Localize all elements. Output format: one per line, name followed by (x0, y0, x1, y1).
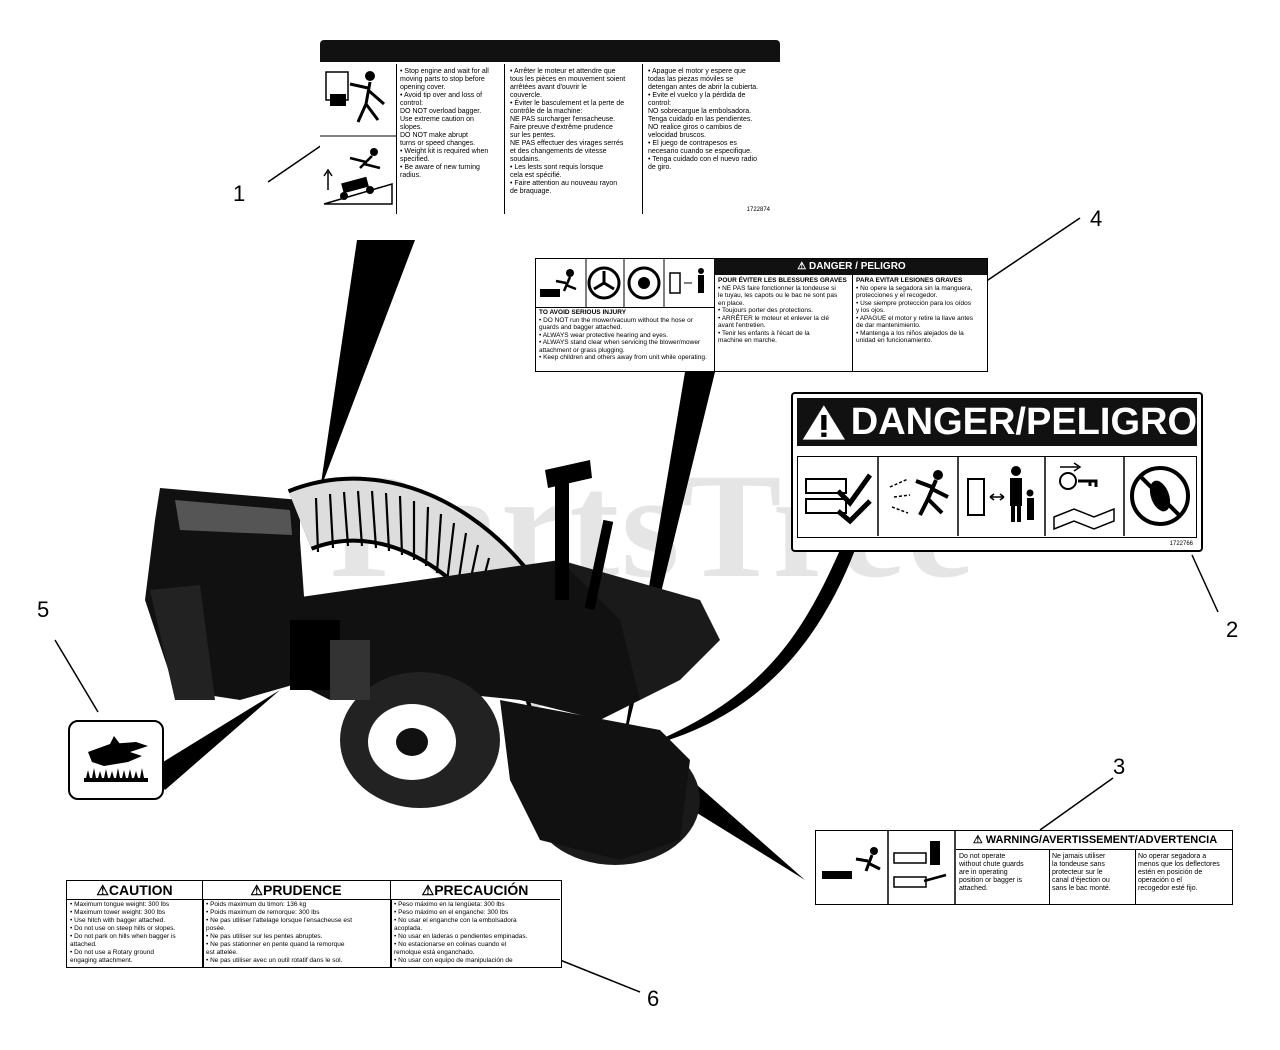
remove-key-read-manual-icon (1053, 462, 1115, 531)
decal-3-col-fr: Ne jamais utiliser la tondeuse sans prot… (1052, 853, 1111, 892)
decal-3: ⚠ WARNING/AVERTISSEMENT/ADVERTENCIA Do n… (815, 830, 1233, 905)
decal-4-col-en: TO AVOID SERIOUS INJURY • DO NOT run the… (539, 309, 707, 361)
decal-4: ⚠ DANGER / PELIGRO TO AVOID SERIOUS INJU… (535, 258, 988, 372)
callout-2: 2 (1226, 617, 1239, 642)
fan-blade-icon (587, 266, 621, 300)
decal-1-col-fr: • Arrêter le moteur et attendre que tous… (510, 68, 626, 195)
decal-4-col-fr: POUR ÉVITER LES BLESSURES GRAVES • NE PA… (718, 277, 847, 344)
mower-deck (500, 700, 690, 860)
decal-6-col-es: • Peso máximo en la lengüeta: 300 lbs • … (394, 901, 528, 964)
decal-6-precaucion-header: ⚠PRECAUCIÓN (390, 881, 560, 900)
leader-wedge-2 (640, 550, 855, 748)
decal-6-col-en: • Maximum tongue weight: 300 lbs • Maxim… (70, 901, 176, 964)
decal-5 (68, 720, 164, 800)
decal-1-header (320, 40, 780, 62)
danger-triangle-icon (802, 405, 845, 440)
callout-4: 4 (1090, 206, 1103, 231)
decal-4-title-bar: ⚠ DANGER / PELIGRO (714, 259, 987, 275)
decal-3-title-bar: ⚠ WARNING/AVERTISSEMENT/ADVERTENCIA (956, 831, 1232, 850)
thrown-debris-icon (889, 470, 949, 516)
decal-2-title-bar: DANGER/PELIGRO (797, 398, 1197, 446)
decal-1-col-es: • Apague el motor y espere que todas las… (648, 68, 759, 171)
leader-wedge-5 (150, 690, 280, 790)
decal-2-icons (797, 456, 1197, 538)
callout-5: 5 (37, 597, 50, 622)
decal-3-col-es: No operar segadora a menos que los defle… (1138, 853, 1220, 892)
thrown-object-icon (540, 269, 577, 297)
ear-eye-protection-icon (627, 266, 661, 300)
callout-6: 6 (647, 986, 660, 1011)
decal-6-col-fr: • Poids maximum du timon: 136 kg • Poids… (206, 901, 353, 964)
no-step-icon (1130, 466, 1190, 526)
decal-6-prudence-header: ⚠PRUDENCE (202, 881, 391, 900)
decal-4-icon-strip (536, 259, 715, 308)
decal-6: ⚠CAUTION ⚠PRUDENCE ⚠PRECAUCIÓN • Maximum… (66, 880, 562, 968)
warning-triangle-icon: ⚠ (972, 834, 983, 846)
hand-cut-hazard-icon (84, 736, 148, 782)
decal-1-col-en: • Stop engine and wait for all moving pa… (400, 68, 489, 179)
decal-2: DANGER/PELIGRO (791, 392, 1203, 552)
keep-distance-icon (967, 466, 1034, 522)
decal-1-icons (320, 64, 397, 214)
decal-6-caution-header: ⚠CAUTION (67, 881, 203, 900)
warning-triangle-icon: ⚠ (250, 882, 263, 898)
decal-4-col-es: PARA EVITAR LESIONES GRAVES • No opere l… (856, 277, 974, 344)
decal-1: • Stop engine and wait for all moving pa… (320, 40, 780, 216)
callout-1: 1 (233, 181, 246, 206)
decal-1-code: 1722874 (746, 207, 770, 213)
chute-guard-icon (893, 841, 947, 888)
warning-triangle-icon: ⚠ (96, 882, 109, 898)
bystander-distance-icon (669, 268, 704, 294)
warning-triangle-icon: ⚠ (797, 261, 807, 272)
decal-3-icon-strip (816, 831, 956, 904)
pinch-hazard-icon (320, 71, 396, 205)
decal-2-code: 1722766 (1169, 541, 1193, 547)
decal-3-col-en: Do not operate without chute guards are … (959, 853, 1024, 892)
warning-triangle-icon: ⚠ (421, 882, 435, 898)
thrown-object-icon (822, 847, 881, 879)
chute-guard-icon (805, 473, 873, 525)
leader-wedge-1 (320, 240, 415, 490)
decal-2-title: DANGER/PELIGRO (850, 400, 1197, 443)
callout-3: 3 (1113, 754, 1126, 779)
